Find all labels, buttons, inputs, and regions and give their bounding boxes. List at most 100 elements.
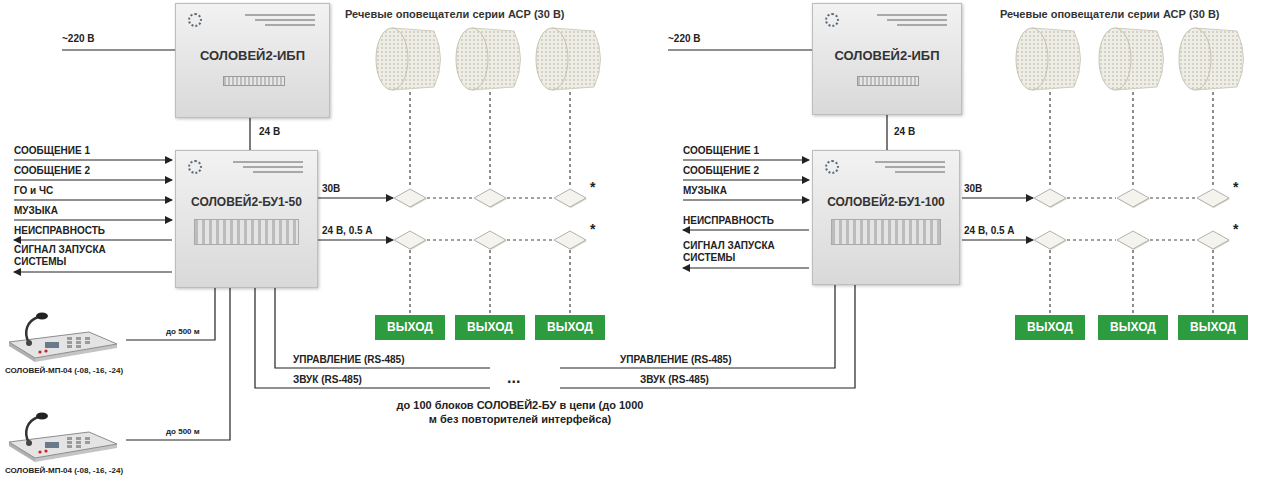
input-arrow [14, 179, 172, 180]
dashed-wire [409, 250, 410, 315]
status-display [223, 76, 285, 86]
dashed-wire [427, 197, 473, 198]
junction-box [1117, 231, 1150, 250]
edge-label: 24 В [258, 126, 281, 138]
brand-logo [188, 13, 202, 27]
annotation-label: СООБЩЕНИЕ 1 [14, 145, 90, 157]
node-label: СОЛОВЕЙ-МП-04 (-08, -16, -24) [5, 366, 123, 376]
microphone-console: СОЛОВЕЙ-МП-04 (-08, -16, -24) [5, 312, 126, 376]
edge-label: до 500 м [165, 327, 201, 337]
junction-box [1117, 189, 1150, 208]
indicator-panel [831, 219, 941, 245]
dashed-wire [1212, 250, 1213, 315]
annotation-label: НЕИСПРАВНОСТЬ [683, 215, 774, 227]
group-title: Речевые оповещатели серии АСР (30 В) [345, 8, 565, 21]
speaker-line [962, 197, 1033, 198]
dashed-wire [1132, 250, 1133, 315]
speaker-icon [1179, 28, 1244, 90]
node-label: СОЛОВЕЙ2-ИБП [834, 48, 939, 64]
exit-sign-line [962, 239, 1033, 240]
speaker-icon [456, 28, 521, 90]
exit-sign: ВЫХОД [1015, 315, 1085, 340]
annotation-label: ~220 В [62, 33, 95, 45]
dashed-wire [1067, 239, 1116, 240]
dashed-wire [1150, 239, 1196, 240]
annotation-label: 24 В, 0.5 А [322, 225, 373, 237]
node-label: ВЫХОД [1110, 320, 1156, 334]
junction-box [394, 189, 427, 208]
cable-line [126, 288, 230, 440]
footnote-mark: * [1233, 180, 1238, 194]
fine-print [885, 166, 945, 168]
junction-box [554, 231, 587, 250]
node-label: ВЫХОД [547, 320, 593, 334]
node-label: СОЛОВЕЙ2-ИБП [200, 48, 305, 64]
console-drawing [9, 413, 117, 463]
microphone-console: СОЛОВЕЙ-МП-04 (-08, -16, -24) [5, 412, 126, 476]
brand-logo [825, 13, 839, 27]
cable-line [249, 118, 250, 150]
brand-logo [188, 160, 202, 174]
junction-box [474, 189, 507, 208]
input-arrow [683, 199, 809, 200]
node-label: ВЫХОД [1190, 320, 1236, 334]
annotation-label: 30В [964, 183, 982, 195]
node-label: СОЛОВЕЙ-МП-04 (-08, -16, -24) [5, 466, 123, 476]
exit-sign: ВЫХОД [535, 315, 605, 340]
dashed-wire [1132, 92, 1133, 188]
speaker-icon [1016, 28, 1081, 90]
annotation-label: МУЗЫКА [683, 185, 727, 197]
cable-line [275, 285, 835, 368]
fine-print [895, 171, 945, 173]
junction-box [394, 231, 427, 250]
node-label: ВЫХОД [387, 320, 433, 334]
annotation-label: ~220 В [668, 33, 701, 45]
dashed-wire [1212, 92, 1213, 188]
dashed-wire [1049, 92, 1050, 188]
edge-label: УПРАВЛЕНИЕ (RS-485) [292, 354, 406, 366]
power-line [668, 49, 812, 50]
annotation-label: СООБЩЕНИЕ 1 [683, 145, 759, 157]
edge-label: до 500 м [165, 427, 201, 437]
junction-box [1034, 189, 1067, 208]
dashed-wire [569, 92, 570, 188]
signal-wires [14, 50, 1033, 272]
annotation-label: НЕИСПРАВНОСТЬ [14, 225, 105, 237]
fine-print [887, 19, 947, 21]
annotation-label: ГО и ЧС [14, 185, 53, 197]
annotation-label: СООБЩЕНИЕ 2 [14, 165, 90, 177]
dashed-wire [507, 239, 553, 240]
exit-sign-line [318, 239, 393, 240]
fine-print [897, 24, 947, 26]
ups-unit: СОЛОВЕЙ2-ИБП [812, 3, 962, 115]
annotation-label: СИГНАЛ ЗАПУСКА СИСТЕМЫ [14, 244, 119, 268]
annotation-label: СИГНАЛ ЗАПУСКА СИСТЕМЫ [683, 240, 788, 264]
console-drawing [5, 412, 120, 464]
dashed-wire [409, 92, 410, 188]
indicator-panel [194, 219, 299, 245]
control-unit: СОЛОВЕЙ2-БУ1-100 [812, 150, 960, 285]
fine-print [875, 161, 945, 163]
group-title: Речевые оповещатели серии АСР (30 В) [1000, 8, 1220, 21]
footnote-mark: * [1233, 222, 1238, 236]
dashed-wire [427, 239, 473, 240]
continuation-mark: ... [507, 369, 520, 387]
annotation-label: 24 В, 0.5 А [964, 225, 1015, 237]
fine-print [877, 14, 947, 16]
edge-label: 24 В [893, 126, 916, 138]
dashed-wires [410, 92, 1213, 315]
power-line [62, 49, 175, 50]
dashed-wire [489, 250, 490, 315]
node-label: ВЫХОД [1027, 320, 1073, 334]
node-label: СОЛОВЕЙ2-БУ1-100 [827, 195, 945, 209]
chain-note: до 100 блоков СОЛОВЕЙ2-БУ в цепи (до 100… [395, 398, 645, 426]
fine-print [233, 161, 303, 163]
speaker-icon [376, 28, 441, 90]
dashed-wire [1067, 197, 1116, 198]
console-drawing [9, 313, 117, 363]
ups-unit: СОЛОВЕЙ2-ИБП [175, 3, 330, 118]
exit-sign: ВЫХОД [375, 315, 445, 340]
annotation-label: ЗВУК (RS-485) [640, 374, 709, 386]
junction-box [1197, 231, 1230, 250]
